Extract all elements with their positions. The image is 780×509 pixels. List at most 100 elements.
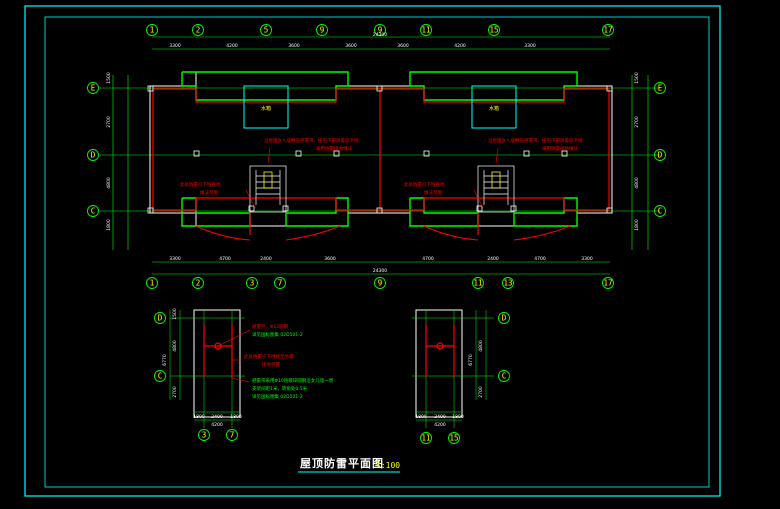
svg-text:17: 17 [603, 279, 612, 288]
dim-bottom: 4700 [219, 256, 231, 262]
dim-top: 3300 [169, 43, 181, 49]
roof-note-right-2: 采用防雷接地做法 [542, 145, 578, 152]
water-tank-right-label: 水箱 [489, 105, 499, 112]
down-conductor-note-right: 此处防雷引下线接地 [404, 181, 445, 188]
axis-bubble-right: E [654, 82, 666, 94]
axis-bubble-right: C [654, 205, 666, 217]
axis-bubble-top: 15 [488, 24, 500, 36]
detail-note-5: 避雷带采用Φ10热镀锌圆钢沿女儿墙一周 [252, 377, 333, 384]
detail-left-dim-bottom: 1800 [230, 414, 242, 420]
svg-text:D: D [158, 314, 163, 323]
side-dimension-lines [112, 75, 649, 250]
svg-text:5: 5 [264, 26, 269, 35]
dim-left: 4800 [106, 177, 112, 189]
down-conductor-note-left-2: 做法见图 [200, 189, 218, 196]
detail-left-dim-bottom: 2400 [211, 414, 223, 420]
detail-left [169, 309, 251, 428]
dim-bottom: 3600 [324, 256, 336, 262]
dim-right: 1800 [634, 219, 640, 231]
roof-vents [147, 85, 613, 214]
dim-top-total: 24300 [373, 32, 387, 38]
detail-left-col-bubble: 3 [198, 429, 210, 441]
svg-text:C: C [658, 207, 663, 216]
svg-text:3: 3 [202, 431, 207, 440]
svg-text:7: 7 [278, 279, 283, 288]
lightning-conductor [152, 88, 610, 235]
svg-text:11: 11 [421, 26, 430, 35]
detail-left-row-bubble: C [154, 370, 166, 382]
roof-note-left: 沿屋面女儿墙敷设避雷带，接至下部防雷引下线 [264, 137, 359, 144]
detail-right-dim-bottom: 1800 [415, 414, 427, 420]
axis-bubble-bottom: 1 [146, 277, 158, 289]
down-conductor-note-right-2: 做法见图 [424, 189, 442, 196]
detail-left-row-bubble: D [154, 312, 166, 324]
svg-text:11: 11 [473, 279, 482, 288]
inner-frame [44, 16, 710, 488]
axis-bubble-bottom: 13 [502, 277, 514, 289]
water-tank-left-label: 水箱 [261, 105, 271, 112]
roof-note-right: 沿屋面女儿墙敷设避雷带，接至下部防雷引下线 [488, 137, 583, 144]
detail-right-row-bubble: D [498, 312, 510, 324]
axis-bubble-top: 2 [192, 24, 204, 36]
detail-note-1: 避雷针，Φ12圆钢 [252, 323, 289, 330]
detail-right-row-bubble: C [498, 370, 510, 382]
svg-text:D: D [502, 314, 507, 323]
detail-right-col-bubble: 11 [420, 432, 432, 444]
dim-top: 4200 [454, 43, 466, 49]
down-conductor-note-left: 此处防雷引下线接地 [180, 181, 221, 188]
dim-top: 4200 [226, 43, 238, 49]
stairwell-left [249, 165, 287, 213]
detail-left-dim-vertical: 1500 [172, 308, 178, 320]
dim-right: 1500 [634, 72, 640, 84]
detail-left-col-bubble: 7 [226, 429, 238, 441]
svg-text:D: D [91, 151, 96, 160]
svg-text:C: C [91, 207, 96, 216]
svg-text:C: C [158, 372, 163, 381]
axis-bubble-top: 9 [316, 24, 328, 36]
svg-text:9: 9 [378, 26, 383, 35]
dim-bottom: 4700 [422, 256, 434, 262]
stair-markers [263, 171, 501, 189]
dim-top: 3600 [288, 43, 300, 49]
svg-text:7: 7 [230, 431, 235, 440]
svg-text:9: 9 [378, 279, 383, 288]
dim-bottom: 3300 [581, 256, 593, 262]
svg-text:C: C [502, 372, 507, 381]
dim-right: 4800 [634, 177, 640, 189]
detail-right-dim-bottom-total: 4200 [434, 422, 446, 428]
detail-right-col-bubble: 15 [448, 432, 460, 444]
axis-bubble-top: 11 [420, 24, 432, 36]
detail-left-dim-vertical-total: 6770 [162, 354, 168, 366]
svg-text:E: E [91, 84, 96, 93]
stairwell-right [477, 165, 515, 213]
svg-text:17: 17 [603, 26, 612, 35]
detail-right-dim-vertical: 2700 [478, 386, 484, 398]
detail-left-dim-bottom: 1800 [193, 414, 205, 420]
detail-note-7: 详见国标图集 02D501-2 [252, 393, 303, 400]
axis-bubble-top: 9 [374, 24, 386, 36]
water-tank-right [471, 85, 517, 129]
svg-text:13: 13 [503, 279, 512, 288]
axis-bubble-bottom: 3 [246, 277, 258, 289]
svg-text:2: 2 [196, 279, 201, 288]
dim-top: 3600 [345, 43, 357, 49]
dim-left: 2700 [106, 116, 112, 128]
detail-right-dim-bottom: 2400 [434, 414, 446, 420]
dim-right: 2700 [634, 116, 640, 128]
drawing-scale: 1:100 [376, 461, 401, 470]
detail-note-6: 支架间距1米，转角处0.5米 [252, 385, 308, 392]
note-leaders [245, 147, 499, 209]
axis-bubble-top: 5 [260, 24, 272, 36]
dim-bottom: 2400 [260, 256, 272, 262]
axis-bubble-left: C [87, 205, 99, 217]
dim-top: 3600 [397, 43, 409, 49]
detail-note-3: 此处防雷引下线接至防雷 [244, 353, 294, 360]
dim-top: 3300 [524, 43, 536, 49]
dim-bottom: 4700 [534, 256, 546, 262]
svg-text:1: 1 [150, 26, 155, 35]
svg-text:11: 11 [421, 434, 430, 443]
detail-right-dim-vertical: 4800 [478, 340, 484, 352]
dim-bottom: 2400 [487, 256, 499, 262]
